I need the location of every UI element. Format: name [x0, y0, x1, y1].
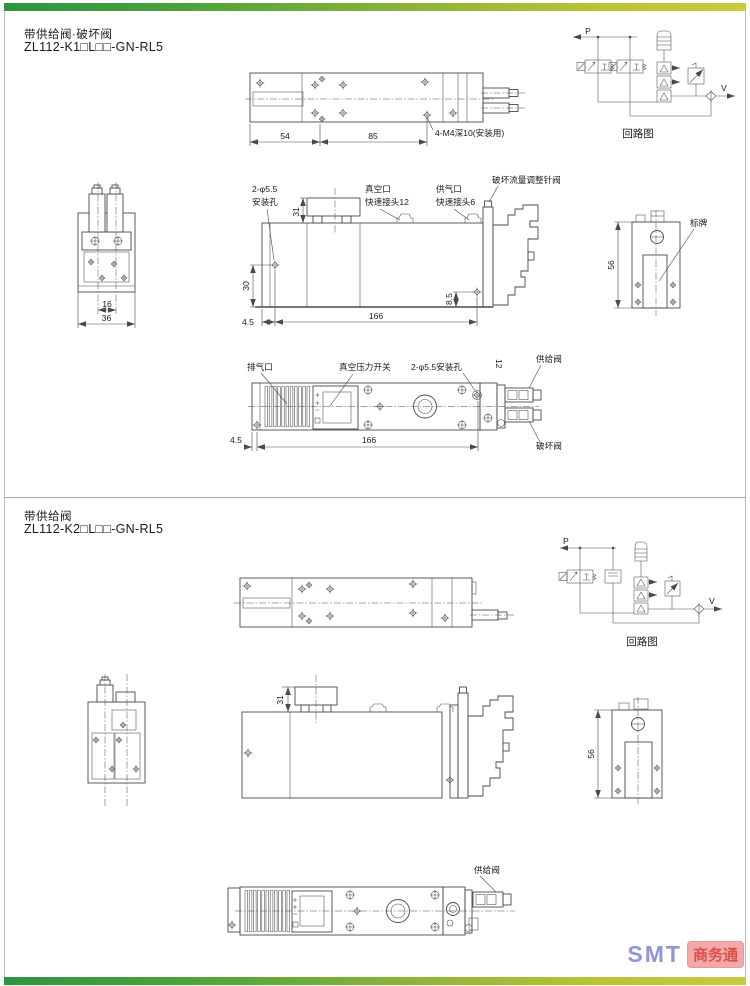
s2-silencer-symbol [634, 541, 648, 577]
nameplate-label: 标牌 [690, 217, 708, 228]
s2-end-view-body [87, 674, 146, 808]
s2-circuit-lines [560, 545, 700, 624]
bottom-accent-bar [4, 977, 746, 985]
s2-side-view-body [241, 675, 514, 799]
s1-side-view-dimensions: 31 30 8.5 4.5 166 [241, 197, 478, 327]
s2-right-view-body [611, 697, 663, 804]
dim-36: 36 [102, 313, 112, 323]
s1-side-view-body [255, 188, 539, 308]
dim-30: 30 [241, 281, 251, 291]
s2-bottom-view-body [227, 886, 515, 936]
s1-circuit-lines [573, 34, 712, 117]
needle-valve-label: 破坏流量调整针阀 [492, 174, 561, 185]
s1-end-view-dimensions: 16 36 [77, 292, 136, 328]
s1-bottom-view-dimensions: 4.5 166 [230, 401, 479, 451]
mount-hole-label: 2-φ5.5安装孔 [411, 361, 462, 372]
s1-check-valve-and-output [671, 90, 735, 102]
dim-12: 12 [494, 359, 504, 369]
s1-top-view-dimensions: 54 85 4-M4深10(安装用) [249, 116, 504, 146]
dim-31: 31 [291, 207, 301, 217]
s1-right-view-drawing: 56 标牌 [606, 210, 708, 316]
smt-logo-text: SMT [627, 941, 682, 967]
s2-ejector-stages [633, 576, 657, 615]
s1-top-view-drawing: 54 85 4-M4深10(安装用) [245, 72, 525, 146]
s2-vacuum-switch-symbol [664, 575, 681, 609]
s1-break-valve-symbol [608, 59, 647, 74]
footer-logo: SMT 商务通 [627, 941, 744, 968]
circuit-caption: 回路图 [622, 127, 654, 140]
s2-plug-symbol [604, 569, 622, 584]
section1-title: 带供给阀·破坏阀 [24, 29, 113, 41]
section-divider [4, 497, 746, 498]
vacuum-port-label-2: 快速接头12 [365, 196, 409, 207]
dim-166: 166 [362, 435, 377, 445]
exhaust-port-label: 排气口 [247, 361, 273, 372]
dim-54: 54 [280, 131, 290, 141]
supply-port-label-1: 供气口 [436, 183, 462, 194]
dim-31: 31 [275, 695, 285, 705]
dim-166: 166 [369, 311, 384, 321]
dim-16: 16 [102, 299, 112, 309]
vacuum-port-label-1: 真空口 [365, 183, 391, 194]
circuit-port-v: V [709, 596, 715, 606]
right-frame-line [745, 11, 746, 977]
supply-valve-label: 供给阀 [536, 353, 562, 364]
s1-silencer-symbol [656, 30, 672, 62]
circuit-port-p: P [585, 26, 591, 36]
section2-title: 带供给阀 [24, 511, 72, 523]
s1-side-view-labels: 2-φ5.5 安装孔 真空口 快速接头12 供气口 快速接头6 破坏流量调整针阀 [252, 174, 561, 261]
s2-side-view-dimensions: 31 [275, 686, 295, 712]
s1-vacuum-switch-symbol [687, 62, 705, 96]
supply-port-label-2: 快速接头6 [436, 196, 475, 207]
section2-model: ZL112-K2□L□□-GN-RL5 [24, 522, 164, 536]
s2-top-view-drawing [234, 577, 514, 628]
s1-bottom-view-labels: 排气口 真空压力开关 2-φ5.5安装孔 12 [247, 359, 504, 407]
mount-hole-label-1: 2-φ5.5 [252, 184, 277, 194]
dim-85: 85 [368, 131, 378, 141]
s2-right-view-drawing: 56 [586, 697, 663, 804]
s2-right-view-dimensions: 56 [586, 709, 612, 799]
dim-8-5: 8.5 [444, 293, 454, 305]
dim-56: 56 [606, 260, 616, 270]
s2-bottom-view-labels: 供给阀 [474, 864, 500, 893]
left-frame-line [4, 11, 5, 977]
s2-top-view-body [234, 577, 514, 628]
s2-supply-valve-symbol [558, 569, 597, 584]
logo-badge: 商务通 [686, 941, 744, 968]
s2-circuit-diagram: P V 回路图 [558, 536, 722, 648]
s2-side-view-drawing: 31 [241, 675, 514, 799]
s1-side-view-drawing: 2-φ5.5 安装孔 真空口 快速接头12 供气口 快速接头6 破坏流量调整针阀… [241, 174, 561, 327]
s1-bottom-view-drawing: 排气口 真空压力开关 2-φ5.5安装孔 12 [230, 353, 562, 451]
s1-right-view-body [631, 210, 681, 316]
mount-hole-label-2: 安装孔 [252, 196, 278, 207]
vacuum-switch-label: 真空压力开关 [339, 361, 391, 372]
s2-end-view-drawing [87, 674, 146, 808]
s1-end-view-body [77, 182, 136, 314]
circuit-port-p: P [563, 536, 569, 546]
dim-4-5: 4.5 [242, 317, 254, 327]
break-valve-label: 破坏阀 [536, 440, 562, 451]
s2-bottom-view-drawing: 供给阀 [227, 864, 515, 936]
circuit-port-v: V [721, 83, 727, 93]
circuit-caption: 回路图 [626, 635, 658, 648]
s1-top-view-body [245, 72, 525, 123]
mounting-thread-note: 4-M4深10(安装用) [435, 127, 504, 138]
dim-4-5: 4.5 [230, 435, 242, 445]
top-accent-bar [4, 3, 746, 11]
s1-bottom-view-body [248, 382, 542, 431]
s1-right-view-annotations: 56 标牌 [606, 217, 708, 309]
dim-56: 56 [586, 749, 596, 759]
supply-valve-label: 供给阀 [474, 864, 500, 875]
s1-end-view-drawing: 16 36 [77, 182, 136, 328]
section1-model: ZL112-K1□L□□-GN-RL5 [24, 40, 164, 54]
s1-bottom-view-valve-labels: 供给阀 破坏阀 [528, 353, 562, 451]
s1-circuit-diagram: P V 回路图 [573, 26, 735, 140]
s2-check-valve-and-output [648, 603, 722, 615]
s1-supply-valve-symbol [576, 59, 615, 74]
